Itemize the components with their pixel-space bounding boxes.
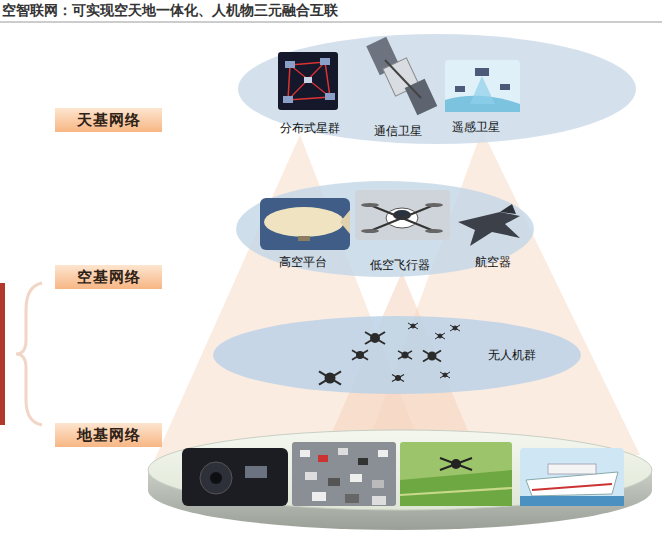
item-caption: 高空平台 [279,255,327,269]
item-caption: 无人机群 [488,348,536,362]
phone-image [182,448,288,506]
farm-drone-image [400,442,512,506]
item-caption: 分布式星群 [280,121,340,135]
item-caption: 通信卫星 [374,124,422,138]
brace [16,283,42,425]
network-ellipse: 无人机群 [212,315,582,395]
network-ellipse: 分布式星群 通信卫星 遥感卫星 [237,33,637,145]
ground-platform [148,430,652,510]
item-caption: 低空飞行器 [370,258,430,272]
title-rule [0,22,662,23]
layer-label: 天基网络 [55,108,162,132]
layer-label: 空基网络 [55,265,162,289]
item-caption: 遥感卫星 [452,120,500,134]
network-ellipse: 高空平台 低空飞行器 航空器 [235,180,535,278]
layer-label: 地基网络 [55,423,162,447]
layer-name: 天基网络 [77,111,141,130]
side-bar [0,283,5,425]
item-caption: 航空器 [475,255,511,269]
page-title: 空智联网：可实现空天地一体化、人机物三元融合互联 [2,2,338,20]
ship-image [520,448,624,506]
traffic-image [292,442,396,506]
layer-name: 空基网络 [77,268,141,287]
layer-name: 地基网络 [77,426,141,445]
